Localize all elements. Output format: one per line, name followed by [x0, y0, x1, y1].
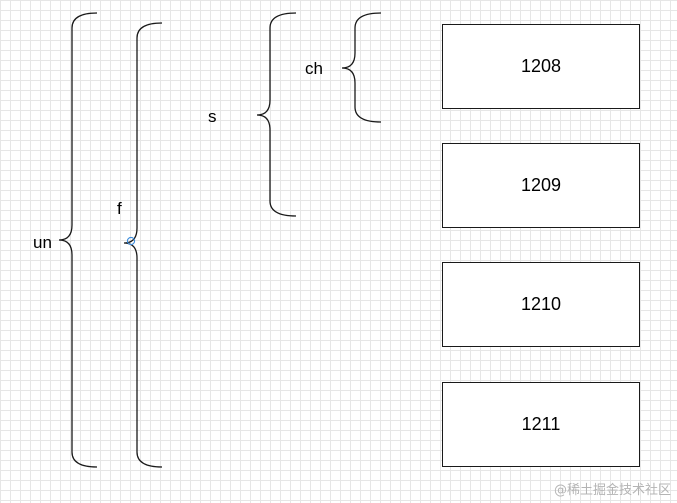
box-1210[interactable]: 1210: [442, 262, 640, 347]
box-1208[interactable]: 1208: [442, 24, 640, 109]
label-un: un: [33, 233, 52, 252]
label-f: f: [117, 199, 122, 218]
brace-f: [123, 22, 163, 468]
label-s: s: [208, 107, 217, 126]
connection-handle-icon[interactable]: [126, 236, 136, 246]
box-1211[interactable]: 1211: [442, 382, 640, 467]
brace-s: [256, 12, 297, 217]
brace-ch: [341, 12, 382, 123]
box-1209[interactable]: 1209: [442, 143, 640, 228]
watermark: @稀土掘金技术社区: [553, 483, 671, 498]
brace-un: [58, 12, 98, 468]
label-ch: ch: [305, 59, 323, 78]
